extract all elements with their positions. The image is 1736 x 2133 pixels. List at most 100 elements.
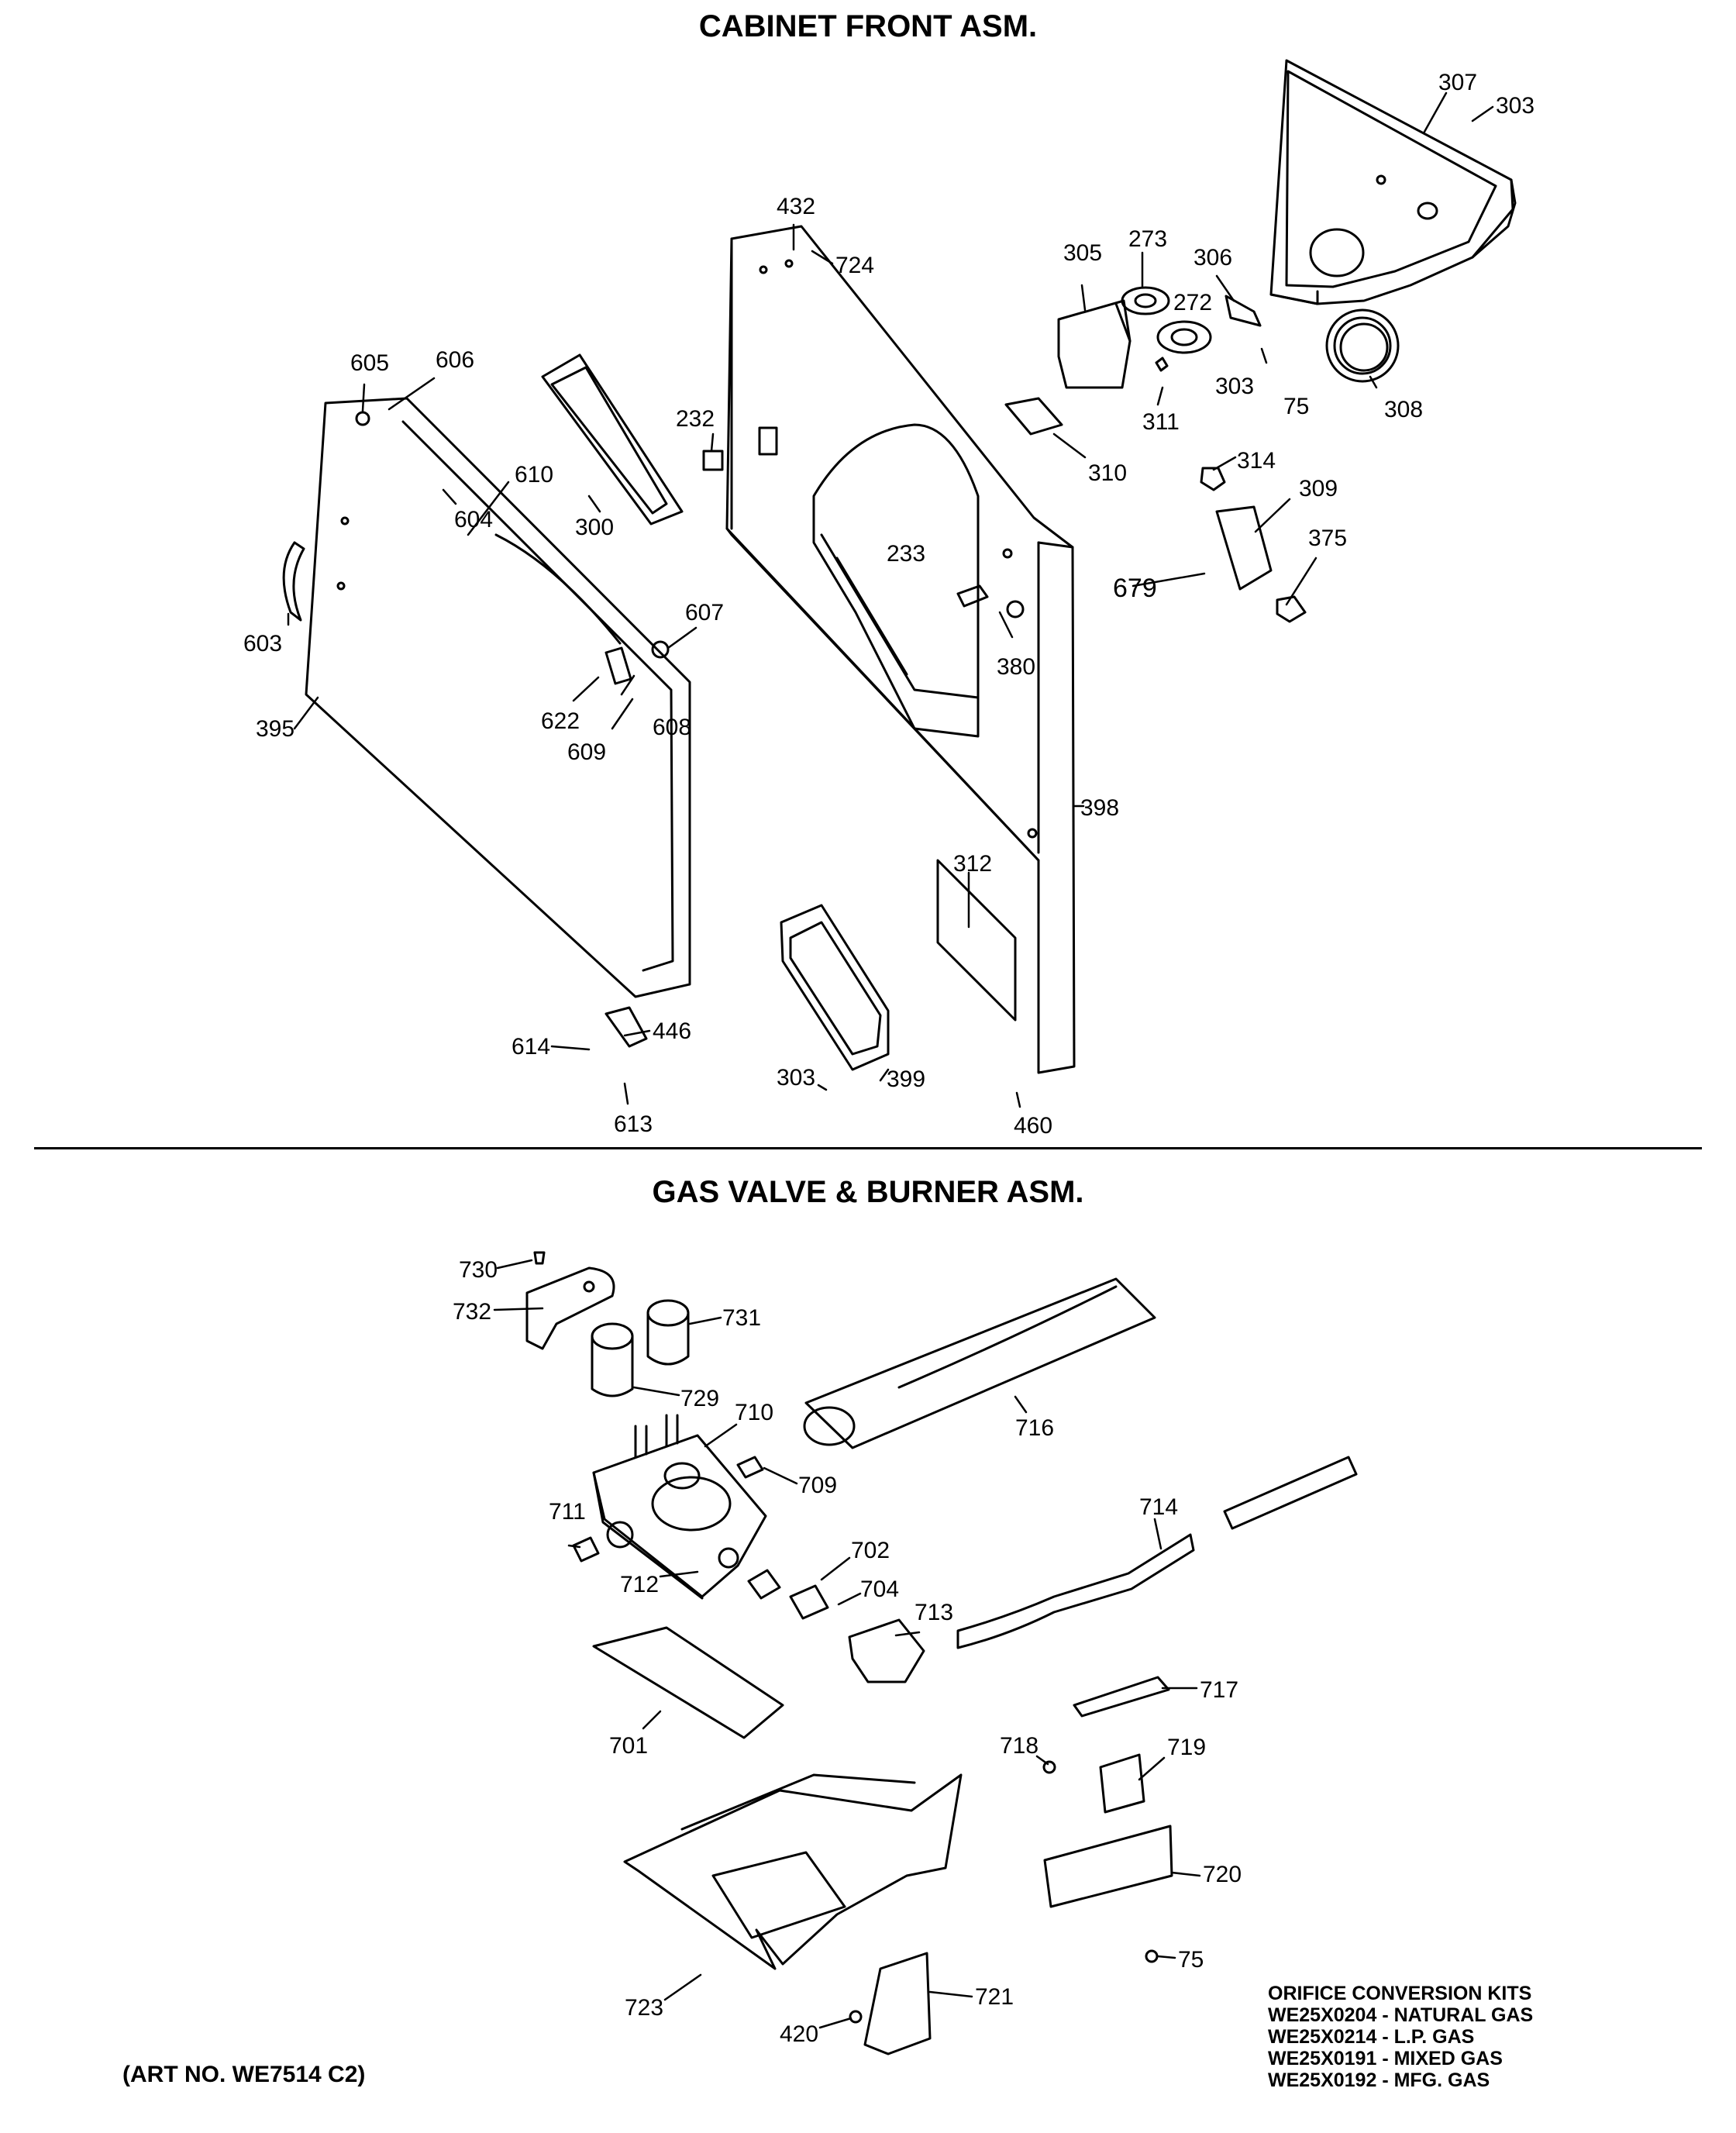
callout: 398 — [1080, 795, 1119, 821]
callout: 732 — [453, 1299, 491, 1325]
callout: 614 — [512, 1034, 550, 1060]
part-bumper — [355, 411, 370, 426]
part-strap — [1004, 397, 1063, 436]
part-igniter — [1073, 1676, 1170, 1718]
callout: 704 — [860, 1576, 899, 1602]
callout: 460 — [1014, 1113, 1052, 1139]
part-light — [1276, 595, 1307, 623]
art-number: (ART NO. WE7514 C2) — [122, 2062, 366, 2087]
callout: 607 — [685, 600, 724, 625]
callout: 314 — [1237, 448, 1276, 474]
part-cabinet-front — [725, 225, 1076, 1074]
callout: 312 — [953, 851, 992, 877]
part-sensor — [1099, 1753, 1145, 1814]
callout: 375 — [1308, 525, 1347, 551]
callout: 300 — [575, 515, 614, 540]
part-lint-duct — [541, 353, 684, 525]
part-clip-2 — [702, 450, 724, 471]
callout: 303 — [1496, 93, 1534, 119]
part-mount-plate — [592, 1626, 784, 1739]
orifice-kit-item: WE25X0192 - MFG. GAS — [1268, 2069, 1490, 2091]
part-plug — [572, 1536, 600, 1563]
callout: 720 — [1203, 1862, 1242, 1887]
part-coil-bracket — [525, 1266, 615, 1350]
callout: 233 — [887, 541, 925, 567]
callout: 719 — [1167, 1735, 1206, 1760]
part-elbow — [848, 1618, 925, 1683]
callout: 713 — [914, 1600, 953, 1625]
callout: 399 — [887, 1066, 925, 1092]
part-heat-shield — [863, 1952, 932, 2055]
callout: 714 — [1139, 1494, 1178, 1520]
part-shield-plate — [1057, 299, 1132, 389]
callout: 731 — [722, 1305, 761, 1331]
callout: 232 — [676, 406, 715, 432]
part-bracket — [1224, 295, 1262, 327]
callout: 709 — [798, 1473, 837, 1498]
callout: 303 — [777, 1065, 815, 1091]
orifice-kit-item: WE25X0204 - NATURAL GAS — [1268, 2004, 1534, 2026]
callout: 716 — [1015, 1415, 1054, 1441]
callout: 701 — [609, 1733, 648, 1759]
part-lint-duct-inner — [550, 366, 668, 515]
callout: 308 — [1384, 397, 1423, 422]
callout: 613 — [614, 1111, 653, 1137]
callout: 717 — [1200, 1677, 1238, 1703]
orifice-kit-item: WE25X0214 - L.P. GAS — [1268, 2026, 1475, 2048]
part-screw-2 — [1042, 1760, 1056, 1774]
part-switch — [1200, 467, 1226, 491]
callouts-cabinet: 307 303 432 724 305 273 306 272 303 75 3… — [243, 70, 1534, 1139]
callout: 723 — [625, 1995, 663, 2021]
callout: 305 — [1063, 240, 1102, 266]
callout: 710 — [735, 1400, 773, 1425]
cabinet-front-title: CABINET FRONT ASM. — [698, 9, 1038, 43]
callout: 432 — [777, 194, 815, 219]
orifice-kit-item: WE25X0191 - MIXED GAS — [1268, 2048, 1503, 2069]
part-top-duct — [1269, 59, 1517, 305]
callout: 75 — [1283, 394, 1309, 419]
callout: 603 — [243, 631, 282, 656]
callout: 272 — [1173, 290, 1212, 315]
orifice-kits-heading: ORIFICE CONVERSION KITS — [1268, 1983, 1532, 2004]
part-sensor-plate — [1043, 1825, 1173, 1908]
callout: 718 — [1000, 1733, 1038, 1759]
callout: 307 — [1438, 70, 1477, 95]
callout: 679 — [1113, 574, 1157, 603]
callout: 311 — [1142, 409, 1180, 435]
part-coil — [591, 1299, 690, 1397]
callout: 309 — [1299, 476, 1338, 501]
leader-lines-cabinet — [287, 91, 1494, 1108]
callout: 724 — [835, 253, 874, 278]
part-burner-bracket — [623, 1773, 963, 1970]
callout: 310 — [1088, 460, 1127, 486]
part-burner-pipe — [956, 1456, 1358, 1649]
part-burner-tube — [803, 1277, 1156, 1449]
callout: 446 — [653, 1018, 691, 1044]
callout: 609 — [567, 739, 606, 765]
part-fitting — [736, 1456, 764, 1479]
callout: 75 — [1178, 1947, 1204, 1973]
orifice-kits-list: ORIFICE CONVERSION KITS WE25X0204 - NATU… — [1268, 1983, 1533, 2091]
part-switch-bracket — [1215, 505, 1273, 591]
part-clip — [1155, 357, 1169, 372]
part-union — [747, 1569, 829, 1620]
part-bumper-2 — [651, 640, 670, 659]
callout: 395 — [256, 716, 294, 742]
part-gas-valve — [592, 1414, 767, 1600]
callout: 306 — [1194, 245, 1232, 271]
callout: 605 — [350, 350, 389, 376]
callout: 721 — [975, 1984, 1014, 2010]
callout: 303 — [1215, 374, 1254, 399]
callout: 380 — [997, 654, 1035, 680]
callout: 420 — [780, 2021, 818, 2047]
callout: 606 — [436, 347, 474, 373]
callout: 702 — [851, 1538, 890, 1563]
part-hinge-pin — [956, 584, 989, 608]
part-door — [282, 397, 691, 998]
callout: 273 — [1128, 226, 1167, 252]
part-screw — [533, 1251, 546, 1265]
part-latch — [604, 1006, 648, 1048]
callout: 729 — [680, 1386, 719, 1411]
callout: 712 — [620, 1572, 659, 1597]
part-grille — [780, 904, 890, 1071]
